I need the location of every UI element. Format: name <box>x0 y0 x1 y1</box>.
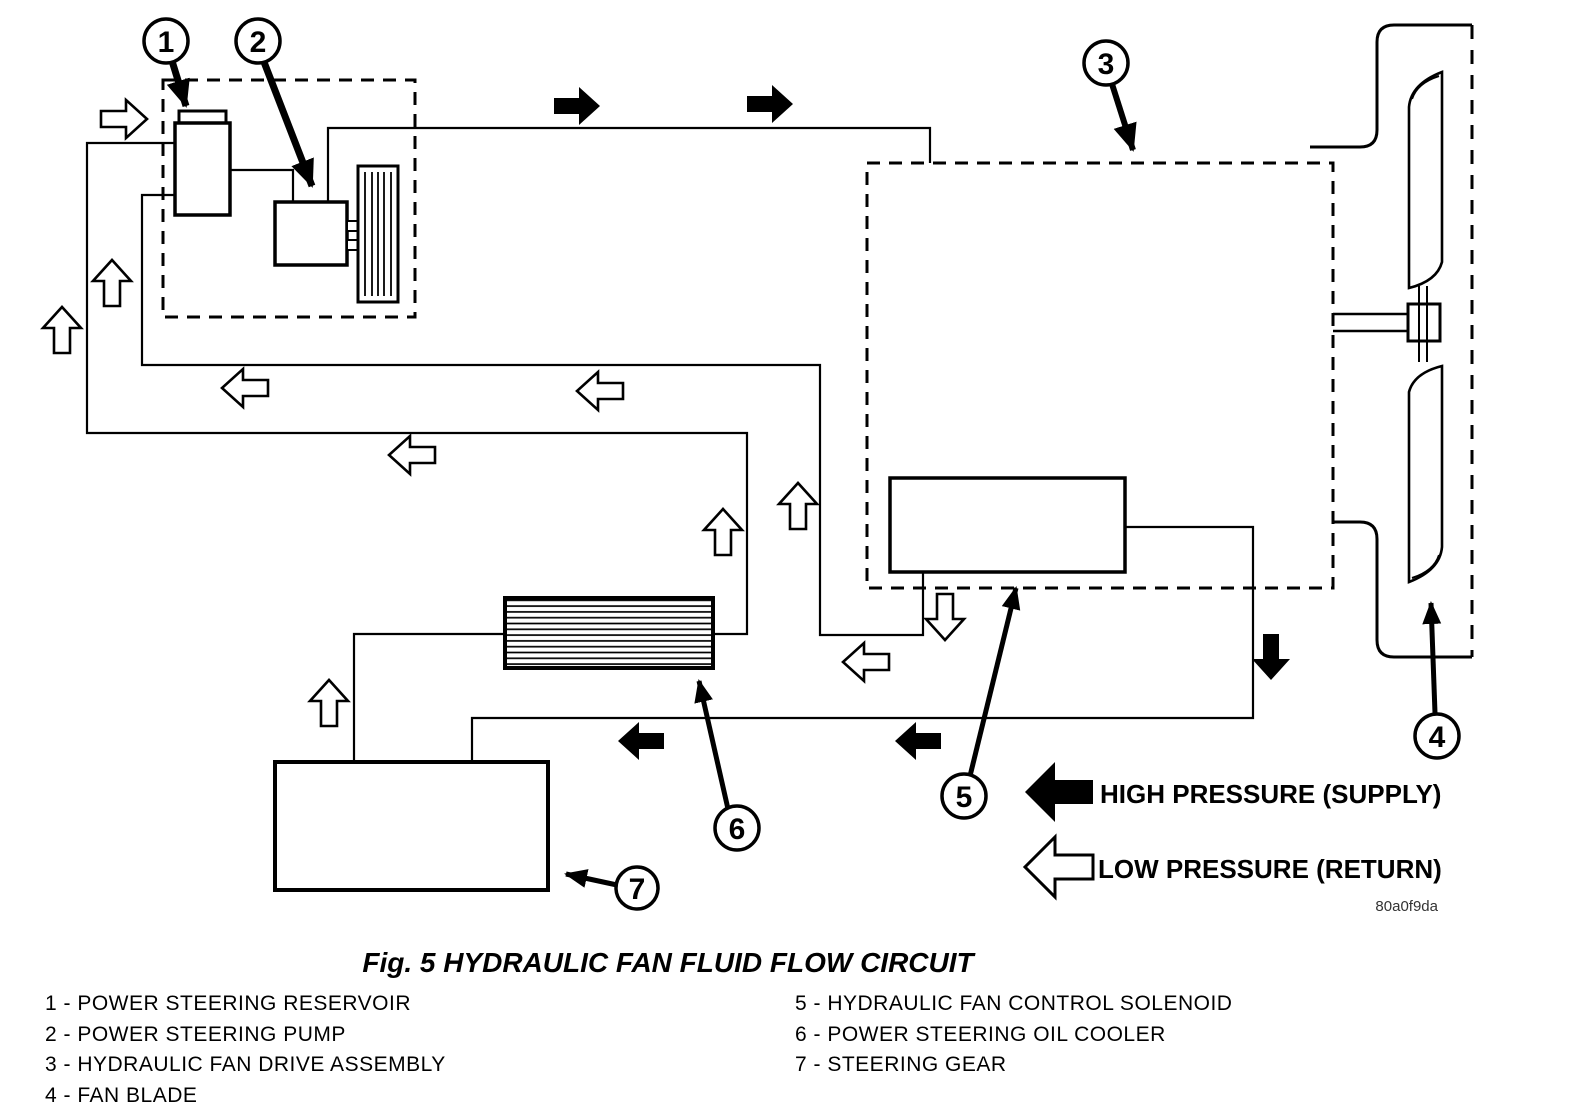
callout-7-label: 7 <box>629 873 646 906</box>
supply-line-pump-to-fan-drive <box>326 126 932 202</box>
flow-arrow-up-icon <box>41 305 83 355</box>
power-steering-oil-cooler <box>503 596 715 670</box>
power-steering-pump <box>273 164 400 304</box>
callout-1: 1 <box>142 17 190 65</box>
high-pressure-key-arrow-icon <box>1025 762 1093 822</box>
fan-assembly <box>1310 23 1472 659</box>
callout-7: 7 <box>614 865 660 911</box>
legend-item-4: 4 - FAN BLADE <box>45 1084 197 1107</box>
pulley-grooves-icon <box>364 172 392 296</box>
callout-2-label: 2 <box>250 26 267 59</box>
callout-circles: 1 2 3 4 5 6 7 <box>142 17 1461 911</box>
high-pressure-label: HIGH PRESSURE (SUPPLY) <box>1100 779 1441 809</box>
legend-list: 1 - POWER STEERING RESERVOIR 2 - POWER S… <box>45 992 1232 1107</box>
callout-6-label: 6 <box>729 813 746 846</box>
steering-gear <box>273 760 550 892</box>
line-steering-gear-to-cooler <box>352 632 505 762</box>
flow-arrow-left-icon <box>387 434 437 476</box>
flow-arrow-down-icon <box>924 592 966 642</box>
flow-arrow-up-icon <box>777 481 819 531</box>
flow-arrow-left-icon <box>841 641 891 683</box>
line-reservoir-to-pump <box>230 168 295 202</box>
callout-5-label: 5 <box>956 781 973 814</box>
flow-arrow-left-filled-icon <box>618 722 664 760</box>
callout-3-label: 3 <box>1098 48 1115 81</box>
flow-arrow-up-icon <box>308 678 350 728</box>
figure-title: Fig. 5 HYDRAULIC FAN FLUID FLOW CIRCUIT <box>362 947 976 978</box>
callout-6: 6 <box>713 804 761 852</box>
pump-body <box>273 200 349 267</box>
supply-line-solenoid-to-steering-gear <box>470 525 1255 762</box>
legend-item-2: 2 - POWER STEERING PUMP <box>45 1023 346 1046</box>
return-line-solenoid-to-reservoir <box>140 193 925 637</box>
pump-shaft-tab-upper <box>346 220 359 232</box>
flow-arrow-up-icon <box>702 507 744 557</box>
flow-arrow-down-filled-icon <box>1252 634 1290 680</box>
flow-arrow-up-icon <box>91 258 133 308</box>
legend-item-5: 5 - HYDRAULIC FAN CONTROL SOLENOID <box>795 992 1232 1015</box>
piping-lines <box>85 126 1255 762</box>
fan-shroud-top <box>1310 23 1472 149</box>
legend-item-6: 6 - POWER STEERING OIL COOLER <box>795 1023 1166 1046</box>
callout-2: 2 <box>234 17 282 65</box>
pump-shaft-tab-lower <box>346 239 359 251</box>
reservoir-body <box>173 121 232 217</box>
legend-item-3: 3 - HYDRAULIC FAN DRIVE ASSEMBLY <box>45 1053 446 1076</box>
flow-arrow-left-filled-icon <box>895 722 941 760</box>
callout-5: 5 <box>940 772 988 820</box>
fan-blade-upper-tip-detail <box>1411 75 1440 100</box>
flow-arrow-right-icon <box>99 98 149 140</box>
reservoir-cap <box>177 109 228 125</box>
pump-reservoir-dashed-box <box>161 78 417 319</box>
fan-shroud-bottom <box>1333 520 1472 659</box>
low-pressure-label: LOW PRESSURE (RETURN) <box>1098 854 1442 884</box>
flow-arrow-right-filled-icon <box>554 87 600 125</box>
flow-arrow-left-icon <box>575 370 625 412</box>
legend-item-1: 1 - POWER STEERING RESERVOIR <box>45 992 411 1015</box>
low-pressure-key-arrow-icon <box>1023 835 1095 899</box>
fan-control-solenoid <box>888 476 1127 574</box>
fan-hub <box>1406 302 1442 343</box>
callout-leader-lines <box>166 59 1442 888</box>
callout-1-label: 1 <box>158 26 175 59</box>
flow-arrow-left-icon <box>220 367 270 409</box>
fan-blade-lower-tip-detail <box>1411 554 1440 579</box>
callout-4: 4 <box>1413 712 1461 760</box>
fan-drive-assembly-dashed-box <box>865 161 1335 590</box>
fan-blade-upper <box>1407 70 1444 290</box>
pressure-key: HIGH PRESSURE (SUPPLY) LOW PRESSURE (RET… <box>1023 762 1442 915</box>
fan-blade-lower <box>1407 364 1444 584</box>
drawing-code: 80a0f9da <box>1375 898 1438 915</box>
callout-4-label: 4 <box>1429 721 1446 754</box>
flow-arrow-right-filled-icon <box>747 85 793 123</box>
callout-3: 3 <box>1082 39 1130 87</box>
return-line-cooler-to-reservoir <box>85 141 749 636</box>
power-steering-reservoir <box>173 109 232 217</box>
legend-item-7: 7 - STEERING GEAR <box>795 1053 1007 1076</box>
